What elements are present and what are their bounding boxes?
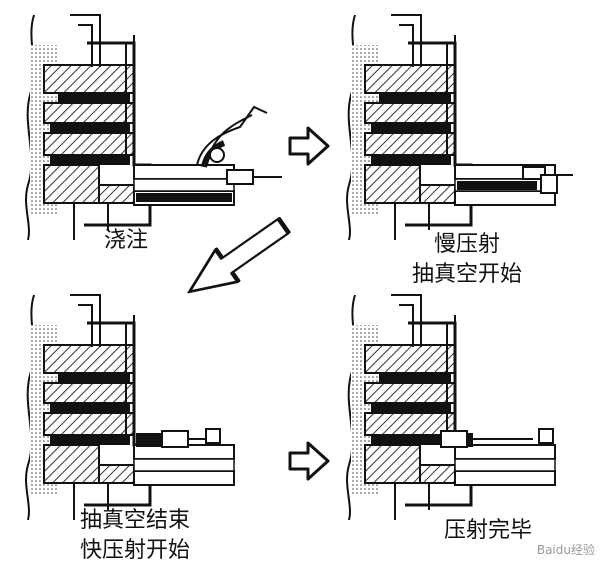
caption-vacuum-end-line1: 抽真空结束 <box>80 508 191 533</box>
watermark: Baidu经验 <box>536 543 595 557</box>
arrow-diagonal <box>187 216 291 294</box>
caption-slow-shot-line2: 抽真空开始 <box>412 262 523 287</box>
caption-pour-line1: 浇注 <box>104 228 149 253</box>
panel-vacuum-end <box>24 293 236 522</box>
caption-shot-complete-line1: 压射完毕 <box>444 518 533 543</box>
caption-slow-shot-line1: 慢压射 <box>434 232 501 257</box>
arrow-right-top <box>288 126 330 166</box>
caption-shot-complete: 压射完毕 <box>444 516 532 546</box>
caption-pour: 浇注 <box>104 226 148 256</box>
caption-vacuum-end-line2: 快压射开始 <box>80 538 191 563</box>
panel-shot-complete <box>345 293 557 522</box>
panel-pour <box>24 13 282 242</box>
arrow-right-bottom <box>288 441 330 481</box>
panel-slow-shot <box>345 13 573 242</box>
caption-slow-shot: 慢压射 抽真空开始 <box>412 230 522 290</box>
caption-vacuum-end: 抽真空结束 快压射开始 <box>80 506 190 566</box>
